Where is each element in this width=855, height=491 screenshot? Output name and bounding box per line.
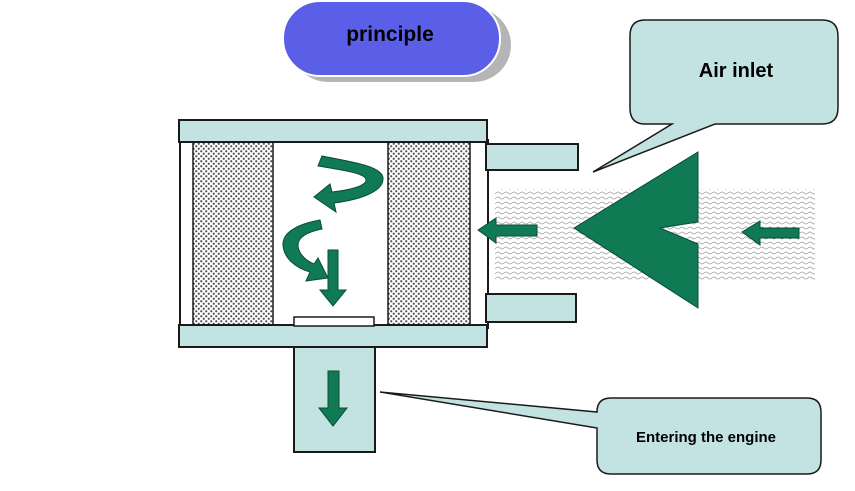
title-badge: principle bbox=[282, 0, 511, 82]
engine-label: Entering the engine bbox=[636, 429, 776, 446]
inlet-pipe-top bbox=[485, 143, 579, 171]
inlet-pipe-bottom bbox=[485, 293, 577, 323]
filter-element-right bbox=[387, 140, 471, 326]
filter-housing bbox=[178, 119, 579, 453]
engine-callout: Entering the engine bbox=[379, 391, 822, 475]
outlet-lip bbox=[293, 316, 375, 327]
airflow-arrows bbox=[282, 151, 800, 427]
filter-element-left bbox=[192, 140, 274, 326]
down-arrow-icon bbox=[317, 370, 349, 427]
swirl-arrow-icon bbox=[282, 219, 329, 282]
air-inlet-label: Air inlet bbox=[699, 60, 774, 82]
chevron-arrow-icon bbox=[573, 151, 699, 309]
swirl-arrow-icon bbox=[313, 155, 384, 214]
housing-bottom-cap bbox=[178, 324, 488, 348]
air-inlet-callout: Air inlet bbox=[592, 19, 839, 173]
title-text: principle bbox=[346, 23, 434, 46]
down-arrow-icon bbox=[318, 249, 348, 307]
left-arrow-icon bbox=[741, 220, 800, 246]
housing-top-cap bbox=[178, 119, 488, 143]
left-arrow-icon bbox=[477, 217, 538, 244]
